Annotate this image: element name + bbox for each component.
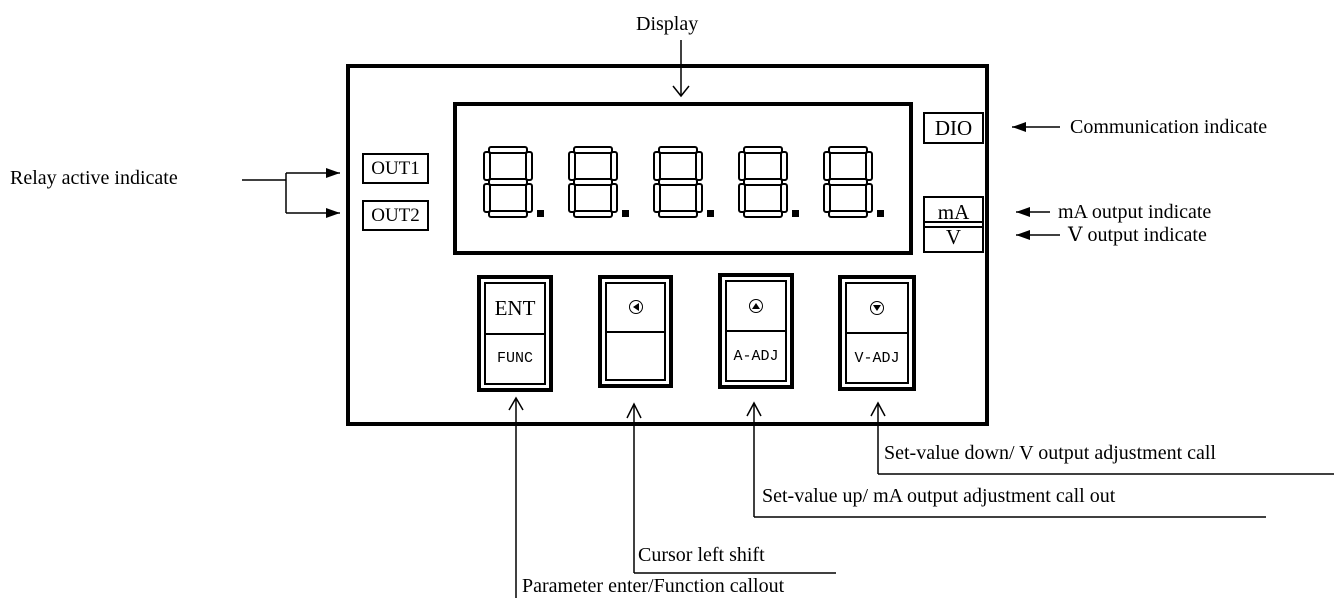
indicator-ma: mA [923,196,984,228]
seven-segment-digits [483,146,884,218]
key-ent-func[interactable]: ENT FUNC [477,275,553,392]
label-relay: Relay active indicate [10,167,178,189]
indicator-v: V [923,221,984,253]
decimal-point [877,210,884,217]
decimal-point [707,210,714,217]
label-v-output: Ⅴ output indicate [1068,224,1207,246]
controller-panel [346,64,989,426]
decimal-point [792,210,799,217]
label-ma-output: mA output indicate [1058,201,1212,223]
key-v-adj-label: V-ADJ [847,332,907,382]
label-set-down: Set-value down/ V output adjustment call [884,442,1216,464]
key-cursor-bottom-label [607,330,664,380]
label-communication: Communication indicate [1070,116,1268,138]
key-a-adj-label: A-ADJ [727,330,785,380]
down-arrow-icon [870,301,884,315]
digit-2 [568,146,629,218]
key-up-a-adj[interactable]: A-ADJ [718,273,794,389]
decimal-point [622,210,629,217]
label-enter: Parameter enter/Function callout [522,575,785,597]
indicator-dio: DIO [923,112,984,144]
indicator-out1: OUT1 [362,153,429,184]
up-arrow-icon [749,299,763,313]
digit-5 [823,146,884,218]
key-down-v-adj[interactable]: V-ADJ [838,275,916,391]
key-cursor-left[interactable] [598,275,673,388]
digit-3 [653,146,714,218]
led-display [453,102,913,255]
label-set-up: Set-value up/ mA output adjustment call … [762,485,1116,507]
key-ent-label: ENT [494,295,536,320]
key-func-label: FUNC [486,332,544,384]
digit-4 [738,146,799,218]
label-display: Display [636,13,699,35]
decimal-point [537,210,544,217]
label-cursor: Cursor left shift [638,544,765,566]
left-arrow-icon [628,300,643,315]
digit-1 [483,146,544,218]
indicator-out2: OUT2 [362,200,429,231]
